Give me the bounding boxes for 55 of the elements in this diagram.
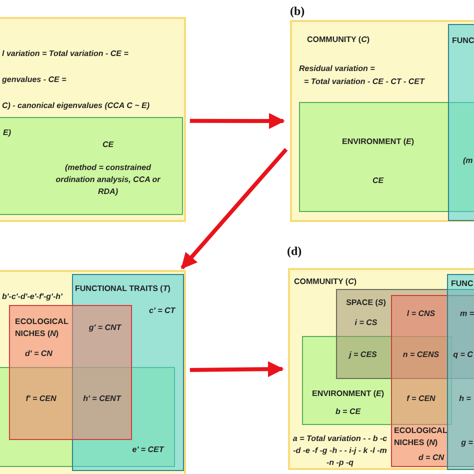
box-text: genvalues - CE = [2, 74, 68, 86]
box-text: Residual variation = [299, 63, 376, 75]
arrow [180, 148, 288, 270]
environment-box [302, 336, 452, 425]
box-text: b = CE [334, 406, 362, 418]
box-text: ENVIRONMENT (E) [310, 388, 385, 400]
community-box [0, 17, 186, 222]
niches-box [9, 305, 132, 440]
arrow [190, 361, 284, 378]
box-text: b'-c'-d'-e'-f'-g'-h' [2, 291, 64, 303]
box-text: FUNC [451, 278, 474, 290]
box-text: ENVIRONMENT (E) [340, 136, 415, 148]
box-text: ECOLOGICAL NICHES (N) [394, 425, 448, 449]
arrow [190, 113, 285, 129]
box-text: E) [3, 127, 12, 139]
functional-traits-box [448, 24, 474, 221]
box-text: a = Total variation - - b -c -d -e -f -g -h - - i-j - k -l -m -n -p -q [292, 433, 388, 469]
box-text: d' = CN [25, 348, 54, 360]
region-label: l = CNS [406, 308, 436, 320]
box-text: C) - canonical eigenvalues (CCA C ~ E) [2, 100, 151, 112]
box-text: = Total variation - CE - CT - CET [304, 76, 426, 88]
panel-letter: (d) [287, 243, 302, 260]
box-text: SPACE (S) [345, 297, 387, 309]
region-label: j = CES [347, 349, 378, 361]
box-text: ECOLOGICAL NICHES (N) [15, 316, 70, 340]
region-label: q = C [452, 349, 474, 361]
box-text: l variation = Total variation - CE = [2, 48, 130, 60]
panel-letter: (b) [290, 3, 305, 20]
region-label: h' = CENT [82, 393, 122, 405]
box-text: COMMUNITY (C) [294, 276, 358, 288]
box-text: c' = CT [149, 305, 177, 317]
region-label: n = CENS [402, 349, 440, 361]
box-text: FUNCTIONAL TRAITS (T) [75, 283, 172, 295]
region-label: f = CEN [406, 393, 436, 405]
environment-box [0, 117, 183, 215]
box-text: i = CS [354, 317, 378, 329]
box-text: d = CN [417, 452, 444, 464]
box-text: (m [463, 155, 474, 167]
region-label: e' = CET [131, 444, 166, 456]
functional-traits-box [447, 274, 474, 470]
region-label: g = [460, 437, 474, 449]
environment-box [299, 102, 474, 212]
community-box [290, 20, 474, 222]
box-text: CE [101, 139, 115, 151]
region-label: h = [458, 393, 472, 405]
region-label: f' = CEN [24, 393, 58, 405]
community-box [0, 270, 186, 474]
region-label: m = [458, 308, 474, 320]
community-box [288, 268, 474, 470]
region-label: g' = CNT [88, 322, 123, 334]
box-text: CE [371, 175, 385, 187]
box-text: (method = constrained ordination analysis, CCA or RDA) [54, 162, 162, 198]
box-text: COMMUNITY (C) [307, 34, 371, 46]
box-text: FUNC [452, 35, 474, 47]
environment-box [0, 367, 175, 467]
